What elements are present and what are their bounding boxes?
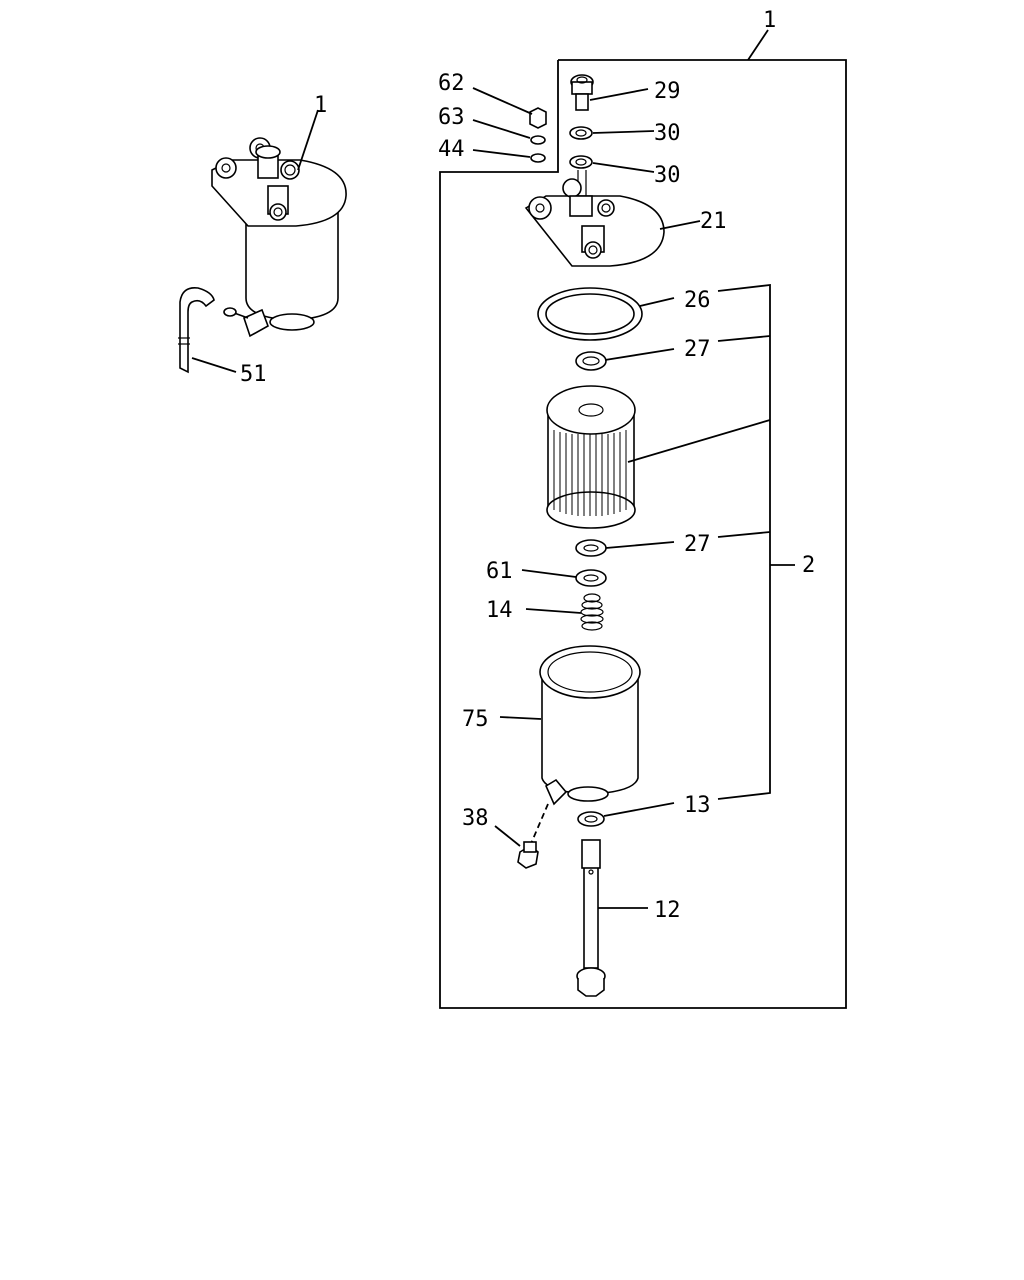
lock-washer-part [530,135,546,145]
callout-assembly-top: 1 [763,8,776,33]
seal-ring-part [537,287,643,341]
callout-assembly-left: 1 [314,93,327,118]
callout-gasket-upper: 30 [654,121,681,146]
callout-seal-ring: 26 [684,288,711,313]
assembled-filter [178,137,347,374]
center-bolt-part [576,839,606,997]
callout-gasket-lower: 30 [654,163,681,188]
callout-nut: 62 [438,71,465,96]
callout-o-ring-13: 13 [684,793,711,818]
callout-drain-plug: 38 [462,806,489,831]
o-ring-part [575,351,607,371]
washer-61-part [575,569,607,587]
filter-element-part [546,385,636,529]
callout-hose: 51 [240,362,267,387]
kit-bracket [717,283,771,800]
filter-head-part [524,170,665,267]
spring-part [580,593,604,631]
callout-lock-washer: 63 [438,105,465,130]
gasket-part [569,126,593,169]
filter-bowl-part [539,645,641,806]
o-ring-13-part [577,811,605,827]
callouts: 1 1 51 62 63 44 29 30 30 21 26 27 27 2 6… [240,8,815,923]
assembly-boundary [439,59,847,1009]
washer-part [530,153,546,163]
callout-washer: 44 [438,137,465,162]
bolt-part [570,74,594,111]
drain-plug-part [517,841,539,869]
o-ring-lower-part [575,539,607,557]
nut-part [529,107,547,129]
callout-o-ring-lower: 27 [684,532,711,557]
callout-center-bolt: 12 [654,898,681,923]
leader-lines [191,87,701,909]
callout-bolt: 29 [654,79,681,104]
callout-o-ring-upper: 27 [684,337,711,362]
callout-bowl: 75 [462,707,489,732]
callout-spring: 14 [486,598,513,623]
callout-head: 21 [700,209,727,234]
exploded-view [191,29,847,1009]
callout-kit: 2 [802,553,815,578]
callout-washer-61: 61 [486,559,513,584]
